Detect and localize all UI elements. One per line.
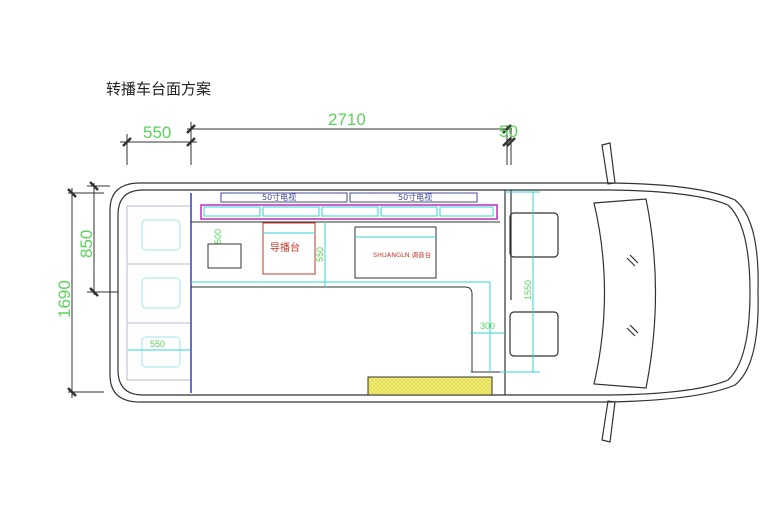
top-dimensions — [120, 122, 516, 165]
counter — [191, 221, 500, 373]
left-dimensions — [67, 181, 118, 398]
mixer-desk-label: SHUANGLN 调音台 — [373, 250, 431, 259]
van-body — [109, 142, 759, 443]
director-desk-label: 导播台 — [270, 241, 300, 254]
dim-850: 850 — [77, 230, 96, 258]
dim-500: 500 — [213, 229, 223, 244]
mixer-desk — [354, 226, 437, 279]
tv-left-label: 50寸电视 — [262, 192, 296, 202]
dim-300: 300 — [480, 321, 495, 331]
tv-right-label: 50寸电视 — [398, 192, 432, 202]
dim-550-rear: 550 — [143, 123, 171, 142]
drawing-title: 转播车台面方案 — [106, 80, 212, 98]
dim-550-seat: 550 — [150, 339, 165, 349]
tv-shelf — [200, 192, 498, 220]
director-desk — [262, 222, 316, 275]
equipment-rack — [207, 243, 242, 269]
dim-2710: 2710 — [328, 110, 366, 129]
dim-50: 50 — [499, 122, 518, 141]
rear-seats — [126, 205, 192, 381]
dim-1690: 1690 — [55, 280, 74, 318]
floor-step-hatch — [367, 376, 493, 396]
dim-550-console: 550 — [315, 247, 325, 262]
dim-1550: 1550 — [523, 280, 533, 300]
